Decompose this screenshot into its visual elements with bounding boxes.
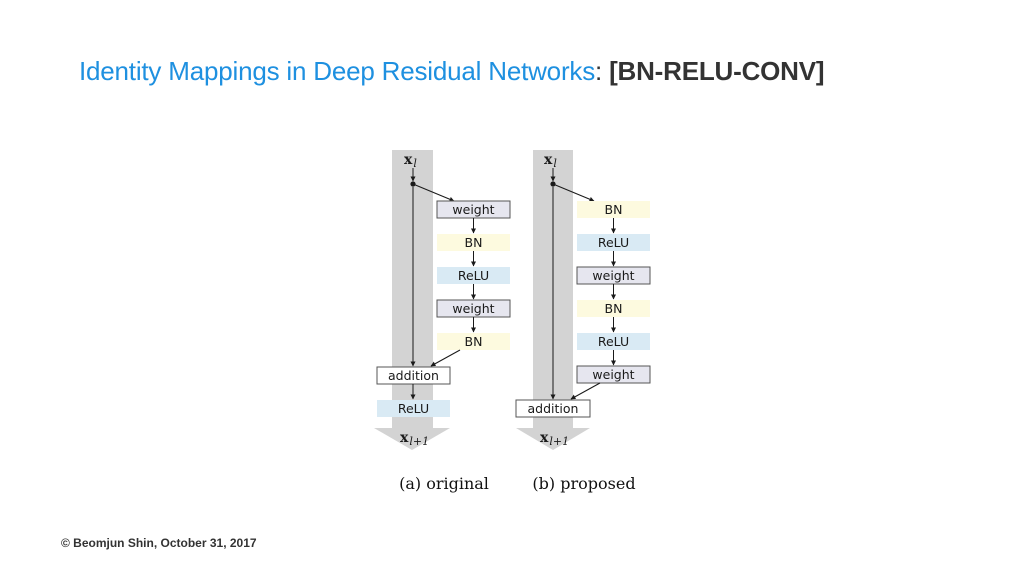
original-relu-label: ReLU [458,268,489,283]
original-addition-label: addition [388,368,439,383]
proposed-addition-box [515,399,591,418]
original-unit: xl weight BN ReLU weight BN addition ReL… [374,150,511,493]
original-bn-2-label: BN [465,334,483,349]
footer-copyright: © Beomjun Shin, October 31, 2017 [61,536,257,550]
original-weight-1-label: weight [452,202,494,217]
original-bn-1-label: BN [465,235,483,250]
title-separator: : [595,56,603,86]
original-relu-box [437,267,510,284]
original-final-relu-box [377,400,450,417]
original-output-symbol: xl+1 [400,430,429,448]
proposed-input-symbol: xl [544,152,557,170]
proposed-caption: (b) proposed [532,474,635,493]
proposed-weight-1-label: weight [592,268,634,283]
original-input-symbol: xl [404,152,417,170]
proposed-relu-1-label: ReLU [598,235,629,250]
proposed-branch-arrow [552,183,595,202]
proposed-weight-2-label: weight [592,367,634,382]
original-weight-2-label: weight [452,301,494,316]
proposed-bn-1-label: BN [605,202,623,217]
original-bn-1-box [437,234,510,251]
original-merge-arrow [430,349,461,367]
proposed-relu-1-box [577,234,650,251]
proposed-addition-label: addition [528,401,579,416]
proposed-weight-2-box [576,365,651,384]
proposed-relu-2-box [577,333,650,350]
original-caption: (a) original [399,474,489,493]
title-main: Identity Mappings in Deep Residual Netwo… [79,56,595,86]
proposed-bn-1-box [577,201,650,218]
proposed-unit: xl BN ReLU weight BN ReLU weight additio… [515,150,651,493]
title-accent: [BN-RELU-CONV] [609,56,825,86]
slide-title: Identity Mappings in Deep Residual Netwo… [79,56,825,87]
proposed-bn-2-label: BN [605,301,623,316]
original-bn-2-box [437,333,510,350]
original-branch-arrow [412,183,455,202]
proposed-output-symbol: xl+1 [540,430,569,448]
proposed-relu-2-label: ReLU [598,334,629,349]
proposed-merge-arrow [570,382,601,400]
original-final-relu-label: ReLU [398,401,429,416]
proposed-bn-2-box [577,300,650,317]
